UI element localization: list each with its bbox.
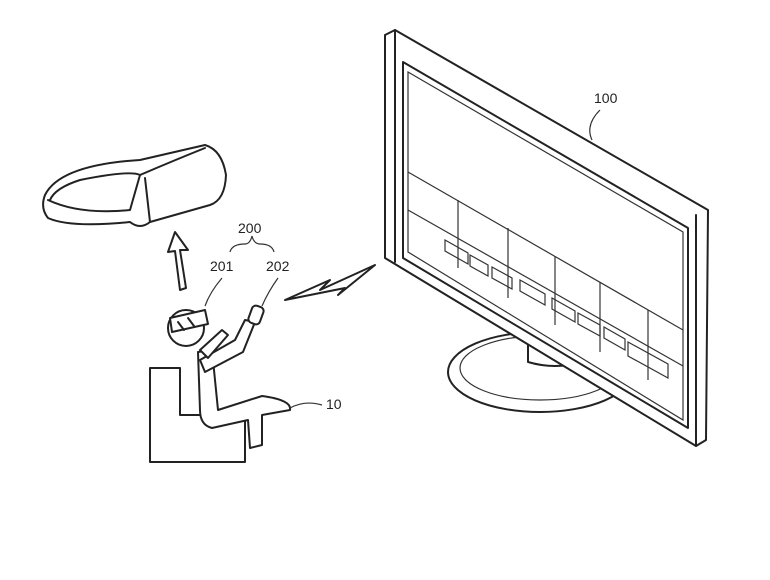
brace-200 bbox=[229, 235, 275, 253]
screen-ui-grid bbox=[407, 171, 684, 380]
leader-202 bbox=[261, 277, 279, 307]
monitor-100 bbox=[384, 29, 709, 447]
label-10: 10 bbox=[326, 396, 342, 412]
label-202: 202 bbox=[266, 258, 290, 274]
user-10 bbox=[167, 304, 292, 449]
arrow-up-icon bbox=[167, 231, 189, 291]
wireless-signal-icon bbox=[284, 264, 376, 301]
label-200: 200 bbox=[238, 220, 262, 236]
label-100: 100 bbox=[594, 90, 618, 106]
headset-enlarged bbox=[42, 144, 227, 227]
leader-100 bbox=[589, 109, 601, 141]
label-201: 201 bbox=[210, 258, 234, 274]
leader-10 bbox=[289, 402, 323, 409]
leader-201 bbox=[204, 277, 223, 307]
